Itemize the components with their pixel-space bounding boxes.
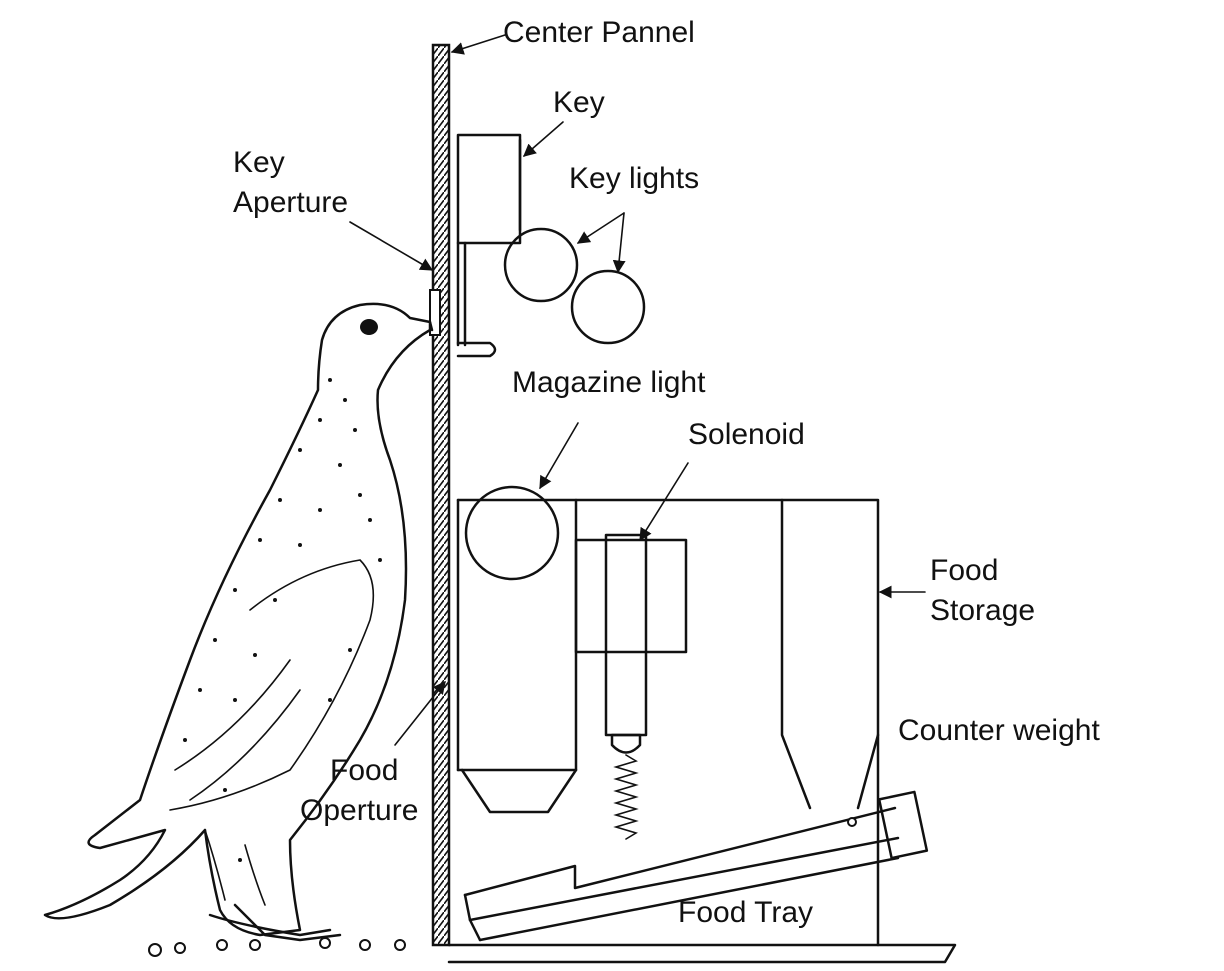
base-plate — [449, 945, 955, 962]
label-food-operture-line1: Food — [330, 754, 398, 787]
label-food-storage-line2: Storage — [930, 594, 1035, 627]
label-solenoid: Solenoid — [688, 418, 805, 451]
center-panel — [433, 45, 449, 945]
key-lights — [505, 229, 644, 343]
label-key-aperture-line1: Key — [233, 146, 285, 179]
label-center-panel: Center Pannel — [503, 16, 695, 49]
label-key-lights: Key lights — [569, 162, 699, 195]
label-key-aperture-line2: Aperture — [233, 186, 348, 219]
label-food-storage-line1: Food — [930, 554, 998, 587]
label-counter-weight: Counter weight — [898, 714, 1100, 747]
label-food-operture-line2: Operture — [300, 794, 418, 827]
pigeon-illustration — [45, 304, 432, 956]
label-key: Key — [553, 86, 605, 119]
label-food-tray: Food Tray — [678, 896, 813, 929]
solenoid — [576, 535, 686, 839]
label-magazine-light: Magazine light — [512, 366, 706, 399]
food-storage-housing — [458, 500, 878, 945]
